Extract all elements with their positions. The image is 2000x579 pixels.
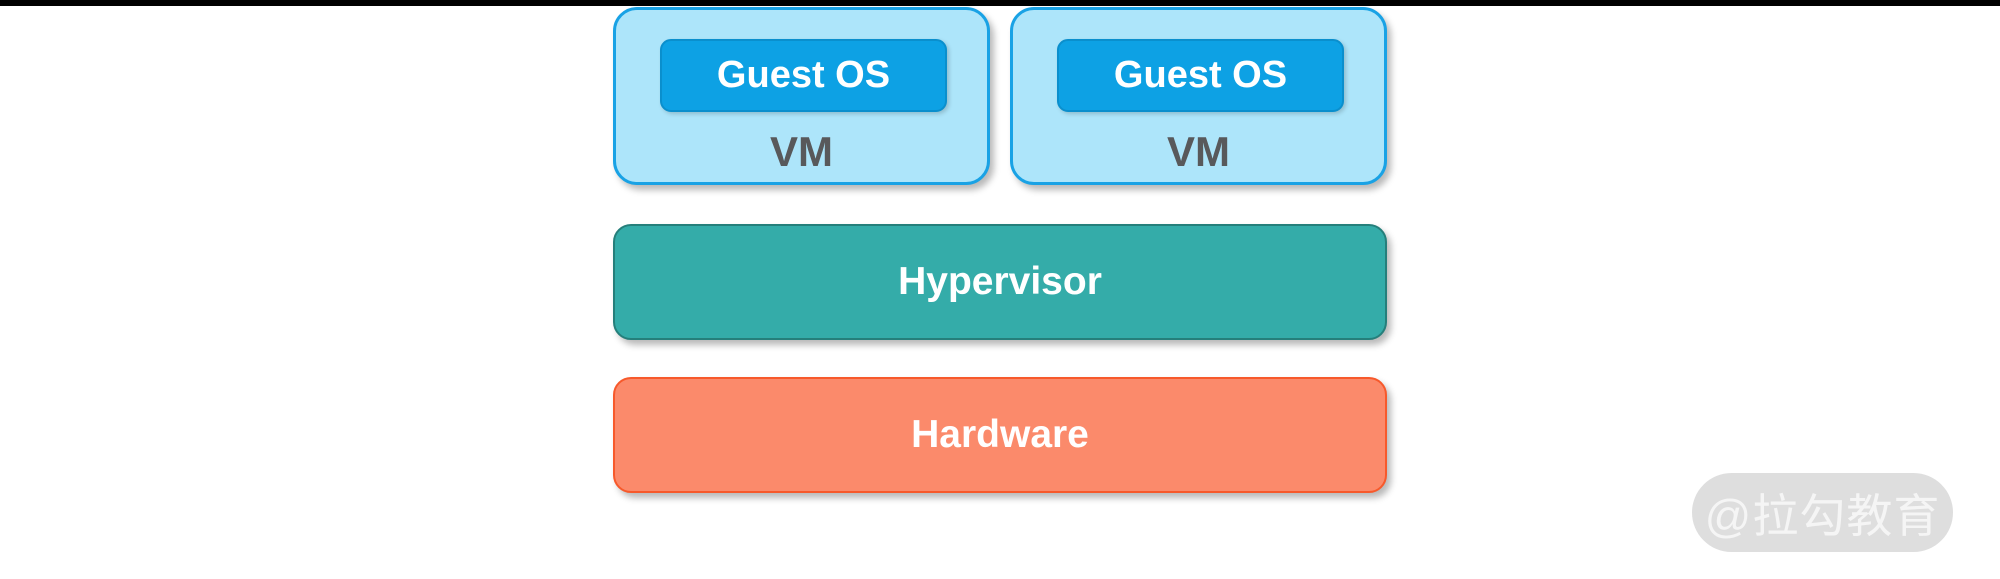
hypervisor-box: Hypervisor xyxy=(613,224,1387,340)
watermark-text: @拉勾教育 xyxy=(1704,489,1941,542)
guest-os-box-1: Guest OS xyxy=(660,39,947,112)
vm-label-1: VM xyxy=(770,128,833,175)
guest-os-box-2: Guest OS xyxy=(1057,39,1344,112)
watermark-badge: @拉勾教育 xyxy=(1692,473,1953,552)
hardware-label: Hardware xyxy=(911,413,1089,456)
vm-box-2: Guest OS VM xyxy=(1010,7,1387,185)
hypervisor-label: Hypervisor xyxy=(898,260,1102,303)
hardware-box: Hardware xyxy=(613,377,1387,493)
guest-os-label-2: Guest OS xyxy=(1113,54,1288,96)
top-black-bar xyxy=(0,0,2000,6)
vm-label-2: VM xyxy=(1167,128,1230,175)
guest-os-label-1: Guest OS xyxy=(716,54,891,96)
vm-box-1: Guest OS VM xyxy=(613,7,990,185)
